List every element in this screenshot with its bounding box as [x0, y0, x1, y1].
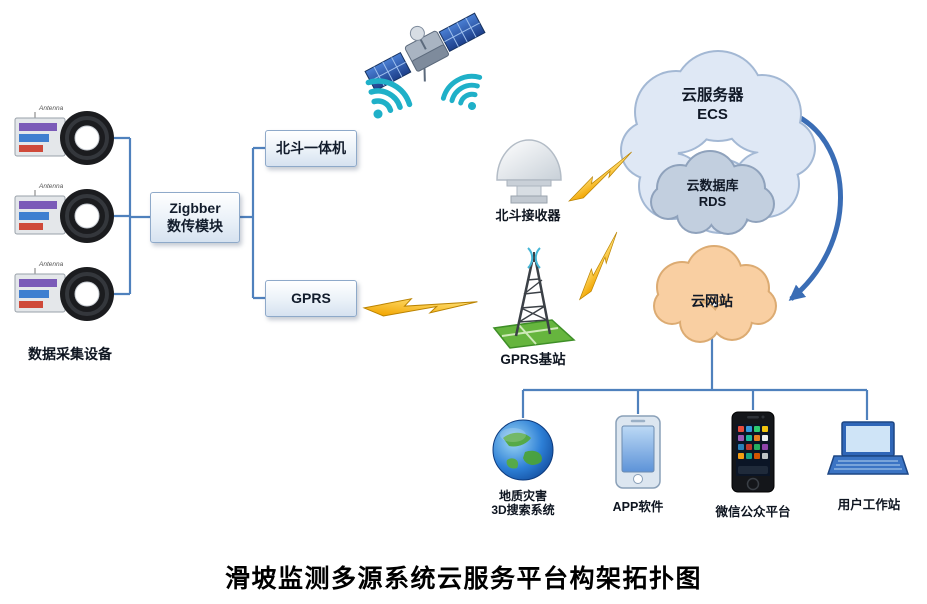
- cloud-db-label-line2: RDS: [698, 193, 727, 209]
- diagram-title: 滑坡监测多源系统云服务平台构架拓扑图: [224, 565, 702, 593]
- cloud-to-website-arrow: [788, 113, 843, 301]
- geo-system-label: 地质灾害 3D搜索系统: [478, 489, 568, 518]
- geo-system-label-line2: 3D搜索系统: [491, 503, 555, 518]
- sensor-bus-lines: [114, 136, 150, 296]
- gprs-station-label: GPRS基站: [500, 352, 566, 367]
- cloud-website-label: 云网站: [691, 293, 733, 309]
- sensor-group-label: 数据采集设备: [28, 346, 112, 362]
- beidou-terminal-label: 北斗一体机: [276, 139, 346, 156]
- geo-system-label-line1: 地质灾害: [498, 489, 547, 503]
- gprs-label: GPRS: [291, 289, 331, 306]
- wechat-label: 微信公众平台: [715, 505, 791, 519]
- sensor-device-2: [13, 181, 116, 245]
- wechat-phone-icon: [731, 411, 775, 493]
- sensor-device-1: Antenna: [14, 105, 114, 165]
- phone-app-grid: [738, 426, 768, 474]
- antenna-label: Antenna: [38, 105, 64, 112]
- cloud-website-shape: [653, 245, 777, 343]
- app-phone-icon: [615, 415, 661, 489]
- wifi-signal-right-icon: [439, 70, 492, 120]
- cloud-server-label-line2: ECS: [697, 105, 728, 123]
- cloud-db-label: 云数据库 RDS: [650, 178, 775, 209]
- zigbee-label-line1: Zigbber: [169, 200, 221, 216]
- beidou-receiver-icon: [496, 139, 562, 204]
- zigbee-module-node: Zigbber 数传模块: [150, 192, 240, 243]
- cloud-db-shape: [650, 150, 775, 235]
- gprs-station-icon: [492, 247, 576, 349]
- connector-lines: [114, 136, 869, 420]
- beidou-receiver-label: 北斗接收器: [495, 208, 561, 223]
- zigbee-branch-lines: [240, 146, 265, 300]
- lightning-gprs-to-station: [362, 289, 478, 327]
- satellite-icon: [364, 12, 486, 92]
- gprs-node: GPRS: [265, 280, 357, 317]
- beidou-terminal-node: 北斗一体机: [265, 130, 357, 167]
- lightning-station-to-cloud: [569, 231, 631, 303]
- globe-icon: [492, 419, 554, 481]
- laptop-icon: [826, 421, 910, 475]
- sensor-device-3: [13, 259, 116, 323]
- cloud-server-label: 云服务器 ECS: [650, 87, 775, 124]
- app-label: APP软件: [612, 500, 664, 514]
- cloud-server-label-line1: 云服务器: [681, 87, 744, 104]
- cloud-db-label-line1: 云数据库: [686, 178, 739, 193]
- zigbee-label-line2: 数传模块: [167, 217, 223, 234]
- distribution-lines: [521, 338, 869, 420]
- wifi-signal-left-icon: [355, 74, 414, 129]
- workstation-label: 用户工作站: [837, 498, 901, 512]
